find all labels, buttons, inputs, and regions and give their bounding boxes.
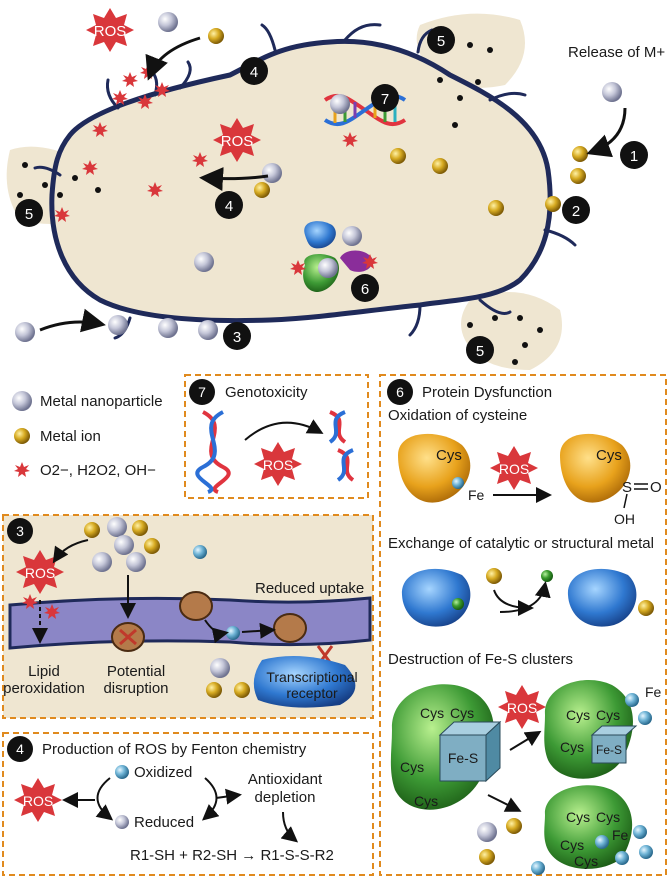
svg-text:Cys: Cys	[436, 447, 462, 464]
svg-text:4: 4	[225, 198, 233, 215]
svg-text:Lipid: Lipid	[28, 663, 60, 680]
protein-blue-exchanged	[567, 568, 637, 627]
panel7-title: Genotoxicity	[225, 384, 308, 401]
svg-text:ROS: ROS	[507, 700, 537, 716]
svg-text:depletion: depletion	[255, 789, 316, 806]
transcriptional-receptor	[253, 656, 356, 708]
legend-nanoparticle-label: Metal nanoparticle	[40, 393, 163, 410]
panel4-title: Production of ROS by Fenton chemistry	[42, 741, 307, 758]
protein-orange	[398, 433, 471, 503]
svg-text:Cys: Cys	[414, 793, 438, 809]
svg-text:ROS: ROS	[499, 461, 529, 477]
cell	[6, 13, 577, 370]
svg-text:5: 5	[437, 33, 445, 50]
svg-text:Cys: Cys	[560, 837, 584, 853]
cell-body	[49, 38, 553, 324]
svg-text:4: 4	[250, 64, 258, 81]
svg-text:1: 1	[630, 148, 638, 165]
svg-text:Cys: Cys	[566, 707, 590, 723]
fes-cluster-box: Fe-S	[438, 720, 502, 783]
dna-fragment-icon	[328, 410, 347, 444]
svg-text:2: 2	[572, 203, 580, 220]
ion-channel-icon	[111, 622, 145, 652]
legend-ion-label: Metal ion	[40, 428, 101, 445]
ros-label: ROS	[221, 133, 254, 150]
legend-ros-swatch	[14, 462, 30, 477]
svg-text:6: 6	[396, 384, 404, 400]
svg-text:Potential: Potential	[107, 663, 165, 680]
protein-green-destroyed	[544, 785, 633, 869]
nanoparticles-top	[15, 12, 622, 342]
svg-text:Exchange of catalytic or struc: Exchange of catalytic or structural meta…	[388, 535, 654, 552]
svg-text:Fe: Fe	[468, 487, 485, 503]
svg-text:ROS: ROS	[23, 793, 53, 809]
dna-fragment-icon	[336, 448, 355, 482]
svg-text:Fe-S: Fe-S	[596, 743, 622, 757]
svg-text:Cys: Cys	[560, 739, 584, 755]
svg-text:OH: OH	[614, 511, 635, 527]
svg-text:O: O	[650, 479, 662, 496]
release-label: Release of M+	[568, 44, 665, 61]
svg-text:receptor: receptor	[286, 685, 338, 701]
svg-text:Cys: Cys	[400, 759, 424, 775]
svg-text:ROS: ROS	[25, 565, 55, 581]
legend-nanoparticle-swatch	[12, 391, 32, 411]
protein-orange-oxidized	[560, 433, 631, 503]
svg-text:Fe: Fe	[612, 827, 629, 843]
svg-text:5: 5	[476, 343, 484, 360]
legend-ion-swatch	[14, 428, 30, 444]
panel-fenton-chemistry: 4 Production of ROS by Fenton chemistry …	[2, 732, 374, 876]
svg-text:Oxidation of cysteine: Oxidation of cysteine	[388, 407, 527, 424]
release-dots	[17, 42, 543, 365]
svg-text:Cys: Cys	[420, 705, 444, 721]
svg-text:Cys: Cys	[574, 853, 598, 869]
legend: Metal nanoparticle Metal ion O2−, H2O2, …	[12, 391, 163, 479]
ros-label: ROS	[94, 23, 127, 40]
svg-text:7: 7	[381, 91, 389, 108]
svg-text:Antioxidant: Antioxidant	[248, 771, 323, 788]
arrows-top	[39, 36, 627, 333]
panel-reduced-uptake: 3 ROS Reduced uptake Lipid peroxidation …	[2, 514, 374, 719]
protein-blue	[401, 568, 471, 627]
svg-text:Cys: Cys	[596, 447, 622, 464]
fes-cluster-box-damaged: Fe-S	[590, 725, 638, 764]
svg-text:3: 3	[16, 523, 24, 539]
legend-ros-label: O2−, H2O2, OH−	[40, 462, 156, 479]
svg-text:6: 6	[361, 281, 369, 298]
svg-text:ROS: ROS	[263, 457, 293, 473]
ions-top	[208, 28, 588, 216]
svg-text:Destruction of Fe-S clusters: Destruction of Fe-S clusters	[388, 651, 573, 668]
dna-icon	[195, 410, 231, 494]
svg-text:Reduced uptake: Reduced uptake	[255, 580, 364, 597]
ion-channel-icon	[273, 613, 307, 643]
svg-text:Fe-S: Fe-S	[448, 750, 478, 766]
svg-text:5: 5	[25, 206, 33, 223]
svg-text:Transcriptional: Transcriptional	[266, 669, 357, 685]
svg-text:3: 3	[233, 329, 241, 346]
svg-text:Cys: Cys	[566, 809, 590, 825]
number-badges: 4 4 7 6 5 5 5 2 1 3	[15, 26, 648, 364]
svg-text:Reduced: Reduced	[134, 814, 194, 831]
svg-text:Cys: Cys	[596, 707, 620, 723]
svg-text:Oxidized: Oxidized	[134, 764, 192, 781]
ion-channel-icon	[179, 591, 213, 621]
panel-protein-dysfunction: 6 Protein Dysfunction Oxidation of cyste…	[379, 374, 667, 876]
svg-text:7: 7	[198, 384, 206, 400]
svg-text:4: 4	[16, 741, 24, 757]
svg-text:Fe: Fe	[645, 684, 662, 700]
svg-text:peroxidation: peroxidation	[3, 680, 85, 697]
panel-genotoxicity: 7 Genotoxicity ROS	[184, 374, 369, 499]
svg-text:Cys: Cys	[596, 809, 620, 825]
thiol-equation: R1-SH + R2-SH → R1-S-S-R2	[130, 847, 334, 864]
svg-text:Cys: Cys	[450, 705, 474, 721]
svg-text:disruption: disruption	[103, 680, 168, 697]
svg-text:S: S	[622, 479, 632, 496]
panel6-title: Protein Dysfunction	[422, 384, 552, 401]
